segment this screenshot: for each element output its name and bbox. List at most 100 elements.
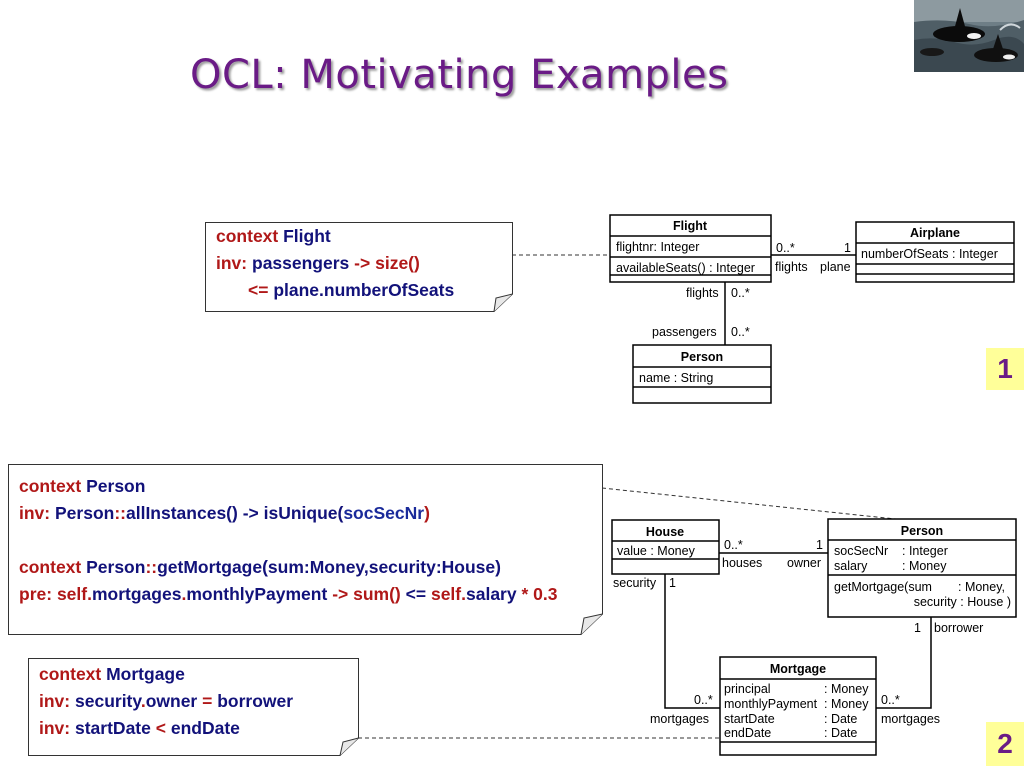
airplane-class: Airplane numberOfSeats : Integer	[855, 221, 1015, 283]
house-class: House value : Money	[611, 519, 720, 575]
op-mult: *	[521, 584, 529, 604]
ocl-note-mortgage: context Mortgage inv: security.owner = b…	[28, 658, 359, 756]
expr-security: security	[75, 691, 141, 711]
airplane-attr: numberOfSeats : Integer	[861, 247, 998, 261]
example-badge-2: 2	[986, 722, 1024, 766]
kw-context: context	[39, 664, 102, 684]
op-le: <=	[248, 280, 269, 300]
ocl-note-flight: context Flight inv: passengers -> size()…	[205, 222, 513, 312]
expr-socsecnr: socSecNr	[343, 503, 425, 523]
example-badge-1: 1	[986, 348, 1024, 390]
mult-mortgages-right: 0..*	[881, 693, 900, 707]
person2-op2: security : House )	[914, 595, 1011, 609]
expr-salary: salary	[466, 584, 517, 604]
fn-sum: sum()	[353, 584, 401, 604]
person2-class-name: Person	[901, 524, 943, 538]
house-class-name: House	[646, 525, 684, 539]
mortgage-r1-type: : Money	[824, 682, 869, 696]
op-signature: getMortgage(sum:Money,security:House)	[157, 557, 501, 577]
expr-enddate: endDate	[170, 718, 240, 738]
role-flights: flights	[775, 260, 808, 274]
role-security: security	[613, 576, 657, 590]
mortgage-class: Mortgage principal : Money monthlyPaymen…	[719, 656, 877, 756]
mult-flights: 0..*	[776, 241, 795, 255]
flight-class-name: Flight	[673, 219, 708, 233]
ocl-note-person: context Person inv: Person::allInstances…	[8, 464, 603, 635]
person1-class-name: Person	[681, 350, 723, 364]
op-dot: .	[140, 691, 146, 711]
mult-houses: 0..*	[724, 538, 743, 552]
mult-security: 1	[669, 576, 676, 590]
expr-borrower: borrower	[217, 691, 294, 711]
op-arrow: ->	[332, 584, 349, 604]
ctx-flight: Flight	[283, 226, 331, 246]
kw-self: self.	[430, 584, 466, 604]
flight-class: Flight flightnr: Integer availableSeats(…	[609, 214, 772, 283]
person2-attr1-type: : Integer	[902, 544, 948, 558]
op-arrow: ->	[354, 253, 371, 273]
person2-attr2-name: salary	[834, 559, 868, 573]
role-plane: plane	[820, 260, 851, 274]
mortgage-r2-type: : Money	[824, 697, 869, 711]
mortgage-r4-type: : Date	[824, 726, 857, 740]
role-flights-2: flights	[686, 286, 719, 300]
kw-inv: inv:	[39, 691, 71, 711]
kw-context: context	[19, 476, 82, 496]
op-scope: ::	[145, 557, 158, 577]
role-mortgages-left: mortgages	[650, 712, 709, 726]
kw-inv: inv:	[216, 253, 248, 273]
person-class-1: Person name : String	[632, 344, 772, 404]
slide-title: OCL: Motivating Examples	[190, 52, 729, 98]
op-scope: ::	[114, 503, 126, 523]
role-mortgages-right: mortgages	[881, 712, 940, 726]
airplane-class-name: Airplane	[910, 226, 960, 240]
mult-owner: 1	[816, 538, 823, 552]
orca-photo	[914, 0, 1024, 72]
note-shape	[28, 658, 359, 756]
expr-allinstances: allInstances() -> isUnique(	[125, 503, 344, 523]
expr-plane-seats: plane.numberOfSeats	[273, 280, 455, 300]
person-class-2: Person socSecNr : Integer salary : Money…	[827, 518, 1017, 618]
mult-flights-2: 0..*	[731, 286, 750, 300]
expr-passengers: passengers	[252, 253, 350, 273]
note2-connector	[601, 487, 906, 521]
expr-mortgages: mortgages	[91, 584, 182, 604]
person1-attr: name : String	[639, 371, 713, 385]
mortgage-r3-type: : Date	[824, 712, 857, 726]
kw-context: context	[19, 557, 82, 577]
house-attr: value : Money	[617, 544, 696, 558]
note-shape	[205, 222, 513, 312]
expr-owner: owner	[145, 691, 198, 711]
mortgage-r1-name: principal	[724, 682, 771, 696]
kw-pre: pre:	[19, 584, 53, 604]
flight-op: availableSeats() : Integer	[616, 261, 755, 275]
person-mortgage-assoc	[876, 617, 932, 709]
role-borrower: borrower	[934, 621, 983, 635]
mult-mortgages-left: 0..*	[694, 693, 713, 707]
expr-person: Person	[55, 503, 115, 523]
op-eq: =	[202, 691, 213, 711]
expr-startdate: startDate	[75, 718, 151, 738]
paren-close: )	[424, 503, 430, 523]
mult-plane: 1	[844, 241, 851, 255]
kw-self: self.	[56, 584, 92, 604]
ctx-mortgage: Mortgage	[106, 664, 185, 684]
kw-inv: inv:	[19, 503, 51, 523]
person2-attr2-type: : Money	[902, 559, 947, 573]
role-houses: houses	[722, 556, 762, 570]
num-factor: 0.3	[533, 584, 558, 604]
person2-op1-name: getMortgage(sum	[834, 580, 932, 594]
fn-size: size()	[375, 253, 420, 273]
note-shape	[8, 464, 603, 635]
mortgage-r4-name: endDate	[724, 726, 771, 740]
ctx-person-op: Person	[86, 557, 146, 577]
op-le: <=	[405, 584, 427, 604]
person2-op1-type: : Money,	[958, 580, 1005, 594]
op-dot: .	[181, 584, 187, 604]
role-passengers: passengers	[652, 325, 717, 339]
house-mortgage-assoc	[664, 574, 720, 709]
person2-attr1-name: socSecNr	[834, 544, 888, 558]
expr-monthlypayment: monthlyPayment	[186, 584, 328, 604]
mortgage-r2-name: monthlyPayment	[724, 697, 818, 711]
